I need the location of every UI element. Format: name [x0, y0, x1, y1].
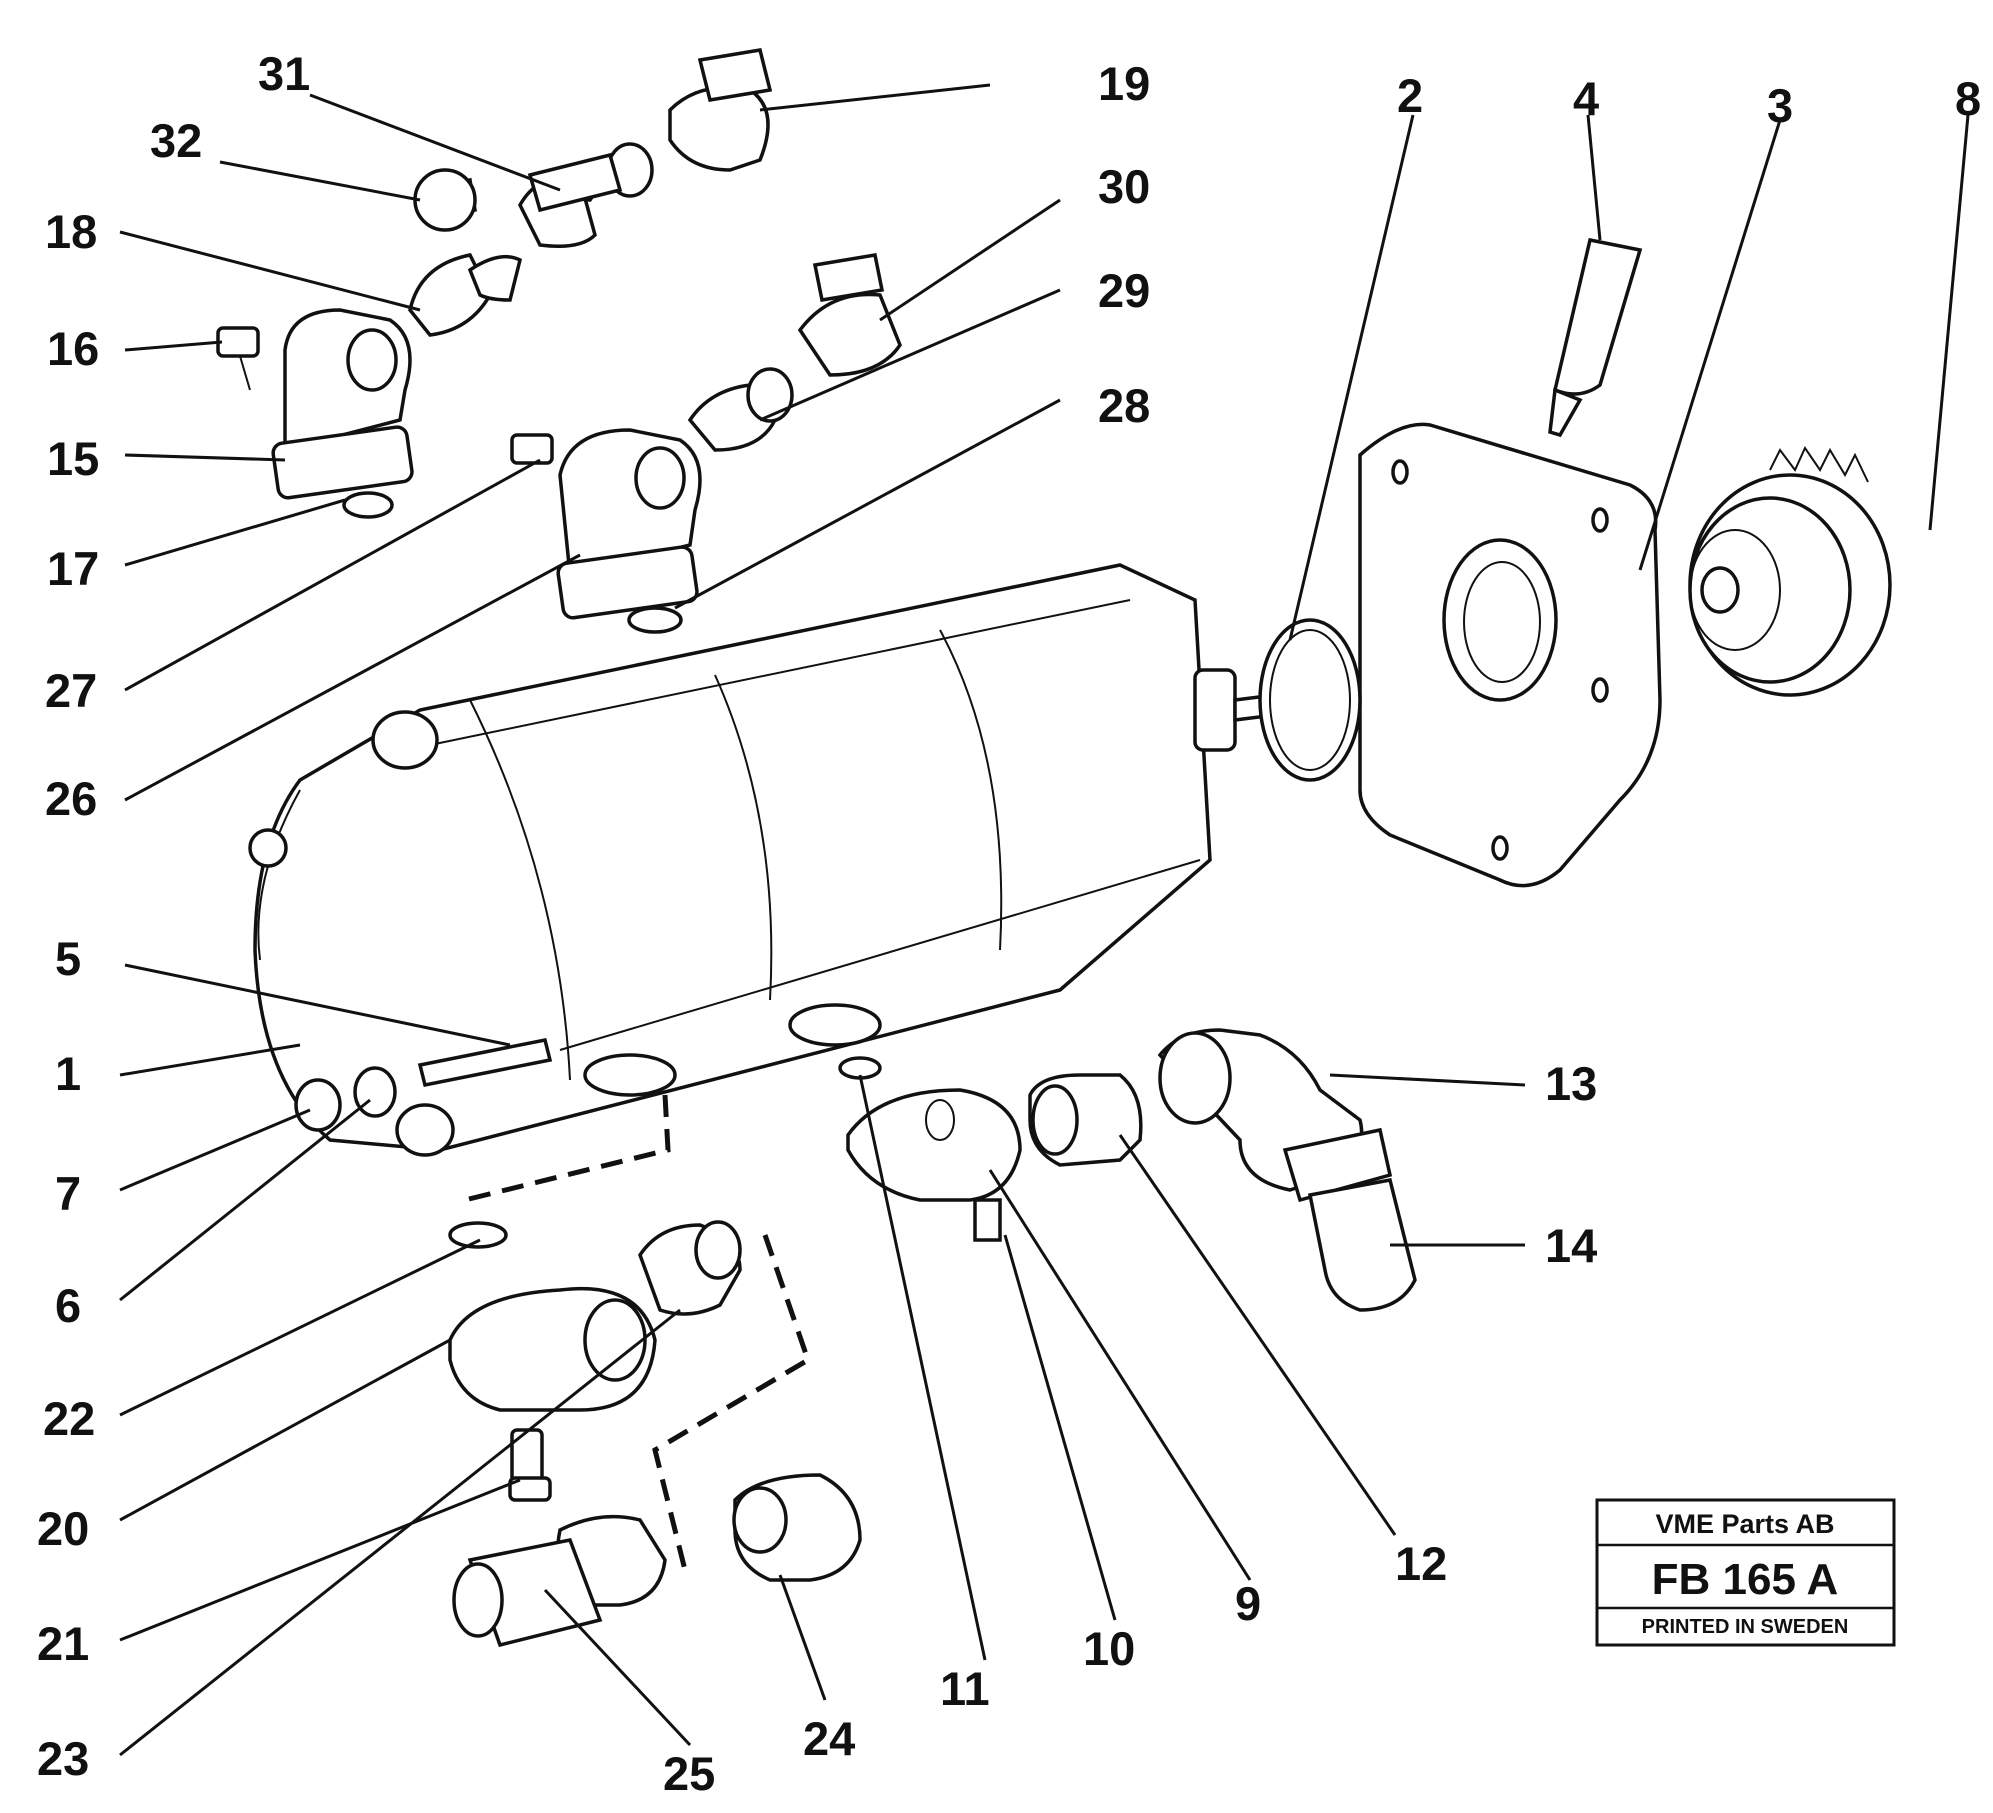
label-2: 2 — [1397, 69, 1423, 122]
label-21: 21 — [37, 1617, 89, 1670]
label-24: 24 — [803, 1712, 855, 1765]
label-16: 16 — [47, 322, 99, 375]
label-26: 26 — [45, 772, 97, 825]
drive-gear — [1688, 445, 1892, 697]
label-10: 10 — [1083, 1622, 1135, 1675]
label-8: 8 — [1955, 72, 1981, 125]
label-13: 13 — [1545, 1057, 1597, 1110]
label-25: 25 — [663, 1747, 715, 1800]
label-18: 18 — [45, 205, 97, 258]
label-29: 29 — [1098, 264, 1150, 317]
flange-plate — [1358, 422, 1662, 888]
label-1: 1 — [55, 1047, 81, 1100]
label-28: 28 — [1098, 379, 1150, 432]
label-31: 31 — [258, 47, 310, 100]
label-15: 15 — [47, 432, 99, 485]
label-11: 11 — [940, 1662, 990, 1715]
label-19: 19 — [1098, 57, 1150, 110]
label-7: 7 — [55, 1167, 81, 1220]
title-block: VME Parts AB FB 165 A PRINTED IN SWEDEN — [1595, 1498, 1896, 1647]
upper-fittings-2 — [510, 252, 902, 634]
title-block-company: VME Parts AB — [1655, 1509, 1834, 1539]
callout-labels: 31 19 2 4 3 8 32 30 18 29 16 28 15 17 27… — [37, 47, 1981, 1800]
assembly-dash-2 — [652, 1234, 812, 1571]
label-32: 32 — [150, 114, 202, 167]
label-6: 6 — [55, 1279, 81, 1332]
label-23: 23 — [37, 1732, 89, 1785]
o-ring — [1258, 618, 1362, 782]
label-27: 27 — [45, 664, 97, 717]
leader-lines — [119, 83, 1970, 1757]
title-block-drawing-number: FB 165 A — [1652, 1555, 1839, 1604]
label-4: 4 — [1573, 72, 1599, 125]
label-9: 9 — [1235, 1577, 1261, 1630]
right-lower-fittings — [838, 1028, 1417, 1312]
label-22: 22 — [43, 1392, 95, 1445]
pump-body — [248, 563, 1277, 1157]
label-30: 30 — [1098, 160, 1150, 213]
upper-fittings — [216, 48, 773, 519]
lower-left-fittings — [448, 1220, 862, 1648]
assembly-dash-1 — [464, 1094, 671, 1203]
label-3: 3 — [1767, 79, 1793, 132]
label-5: 5 — [55, 932, 81, 985]
label-12: 12 — [1395, 1537, 1447, 1590]
label-20: 20 — [37, 1502, 89, 1555]
title-block-printed: PRINTED IN SWEDEN — [1642, 1616, 1849, 1638]
label-14: 14 — [1545, 1219, 1597, 1272]
label-17: 17 — [47, 542, 99, 595]
nozzle — [1548, 237, 1643, 438]
